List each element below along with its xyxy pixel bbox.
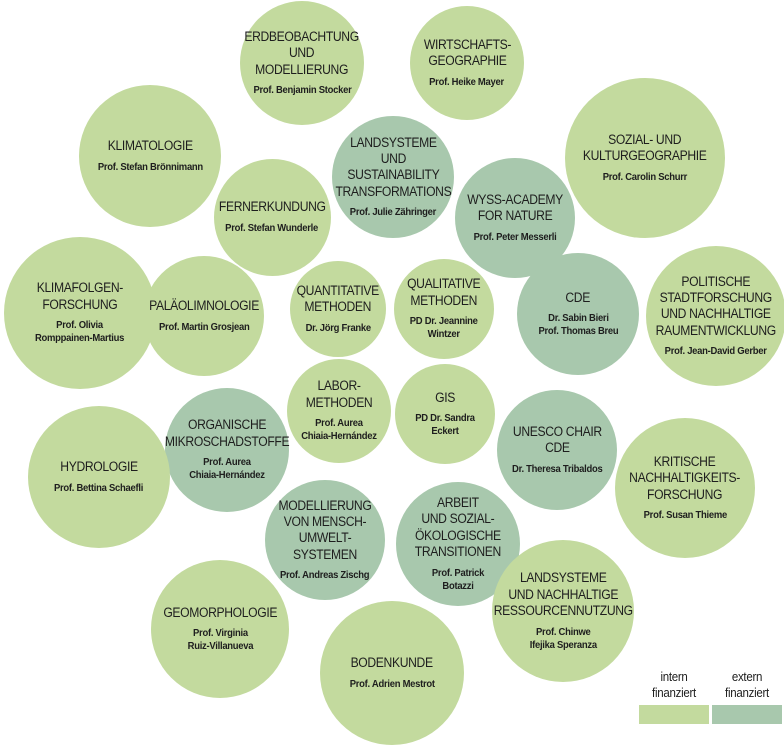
unit-name: Modellierung von Mensch- Umwelt-Systemen (278, 497, 372, 562)
unit-professor: Prof. Virginia Ruiz-Villanueva (187, 627, 253, 653)
unit-professor: Prof. Stefan Wunderle (225, 221, 319, 234)
unit-name: Bodenkunde (350, 655, 434, 671)
unit-professor: PD Dr. Sandra Eckert (415, 412, 475, 438)
unit-bubble: Kritische Nachhaltigkeits- forschungProf… (615, 418, 755, 558)
unit-name: Wirtschafts- geographie (423, 36, 511, 69)
unit-bubble: Wyss-Academy for NatureProf. Peter Messe… (455, 158, 575, 278)
unit-professor: PD Dr. Jeannine Wintzer (410, 315, 478, 341)
unit-bubble: PaläolimnologieProf. Martin Grosjean (144, 256, 264, 376)
legend-extern-swatch (712, 705, 782, 725)
unit-professor: Dr. Jörg Franke (305, 321, 371, 334)
unit-name: GIS (435, 389, 455, 405)
unit-bubble: Organische MikroschadstoffeProf. Aurea C… (164, 388, 290, 512)
unit-name: Quantitative Methoden (296, 282, 380, 315)
unit-professor: Prof. Andreas Zischg (280, 569, 370, 582)
legend-extern: extern finanziert (712, 670, 782, 725)
unit-name: Paläolimnologie (149, 298, 259, 314)
unit-bubble: Landsysteme und Sustainability Transform… (332, 116, 454, 238)
unit-professor: Prof. Bettina Schaefli (54, 481, 144, 494)
unit-name: Organische Mikroschadstoffe (164, 417, 290, 449)
unit-bubble: Politische Stadtforschung und nachhaltig… (646, 246, 784, 386)
unit-bubble: Klimafolgen- forschungProf. Olivia Rompp… (4, 237, 156, 389)
unit-name: Labor- methoden (305, 378, 373, 410)
unit-bubble: BodenkundeProf. Adrien Mestrot (320, 601, 464, 745)
unit-bubble: Quantitative MethodenDr. Jörg Franke (290, 261, 386, 357)
unit-name: Sozial- und Kulturgeographie (583, 131, 707, 164)
unit-name: Unesco Chair CDE (512, 423, 602, 456)
unit-professor: Prof. Jean-David Gerber (665, 345, 767, 358)
unit-bubble: Qualitative Methoden PD Dr. Jeannine Wint… (394, 259, 494, 359)
unit-name: Klimatologie (107, 138, 193, 154)
unit-bubble: HydrologieProf. Bettina Schaefli (28, 406, 170, 548)
unit-name: Qualitative Methoden (407, 276, 481, 308)
legend-intern-swatch (639, 705, 709, 725)
unit-bubble: CDE Dr. Sabin Bieri Prof. Thomas Breu (517, 253, 639, 375)
unit-name: Landsysteme und nachhaltige Ressourcennu… (493, 570, 633, 619)
unit-professor: Prof. Olivia Romppainen-Martius (35, 319, 125, 345)
unit-bubble: Unesco Chair CDE Dr. Theresa Tribaldos (497, 390, 617, 510)
unit-bubble: Erdbeobachtung und ModellierungProf. Ben… (240, 1, 364, 125)
unit-name: Geomorphologie (163, 604, 277, 620)
unit-bubble: GeomorphologieProf. Virginia Ruiz-Villan… (151, 560, 289, 698)
unit-name: Arbeit und sozial- ökologische Transitio… (414, 494, 502, 560)
unit-name: Kritische Nachhaltigkeits- forschung (629, 453, 741, 502)
unit-name: Landsysteme und Sustainability Transform… (335, 134, 451, 199)
unit-bubble: FernerkundungProf. Stefan Wunderle (213, 158, 331, 276)
unit-professor: Prof. Martin Grosjean (158, 320, 250, 333)
unit-bubble: Modellierung von Mensch- Umwelt-Systemen… (265, 480, 385, 600)
unit-bubble: Sozial- und KulturgeographieProf. Caroli… (565, 78, 725, 238)
unit-professor: Prof. Adrien Mestrot (349, 677, 435, 690)
unit-professor: Dr. Sabin Bieri Prof. Thomas Breu (538, 312, 618, 338)
unit-bubble: GIS PD Dr. Sandra Eckert (395, 364, 495, 464)
unit-professor: Prof. Chinwe Ifejika Speranza (529, 625, 597, 651)
unit-professor: Dr. Theresa Tribaldos (511, 462, 603, 475)
unit-name: Politische Stadtforschung und nachhaltig… (655, 273, 777, 338)
unit-professor: Prof. Susan Thieme (643, 509, 727, 522)
unit-bubble: Wirtschafts- geographieProf. Heike Mayer (410, 6, 524, 120)
unit-professor: Prof. Carolin Schurr (602, 170, 688, 183)
unit-professor: Prof. Heike Mayer (429, 75, 505, 88)
unit-name: Klimafolgen- forschung (36, 280, 124, 312)
unit-professor: Prof. Patrick Botazzi (431, 566, 485, 592)
unit-name: Fernerkundung (218, 199, 326, 215)
unit-professor: Prof. Peter Messerli (473, 230, 557, 243)
legend-extern-label: extern finanziert (725, 670, 769, 700)
unit-professor: Prof. Benjamin Stocker (252, 84, 352, 97)
legend-intern: intern finanziert (639, 670, 709, 725)
unit-name: Hydrologie (60, 459, 138, 475)
unit-name: CDE (565, 289, 591, 305)
unit-professor: Prof. Stefan Brönnimann (97, 160, 203, 173)
unit-professor: Prof. Aurea Chiaia-Hernández (189, 456, 265, 482)
unit-bubble: Arbeit und sozial- ökologische Transitio… (396, 482, 520, 606)
legend-intern-label: intern finanziert (652, 670, 696, 700)
unit-name: Wyss-Academy for Nature (467, 191, 563, 224)
unit-professor: Prof. Julie Zähringer (349, 206, 437, 219)
unit-professor: Prof. Aurea Chiaia-Hernández (301, 417, 377, 443)
unit-bubble: Labor- methodenProf. Aurea Chiaia-Hernán… (287, 359, 391, 463)
unit-bubble: Landsysteme und nachhaltige Ressourcennu… (492, 540, 634, 682)
unit-name: Erdbeobachtung und Modellierung (244, 28, 360, 77)
unit-bubble: KlimatologieProf. Stefan Brönnimann (79, 85, 221, 227)
